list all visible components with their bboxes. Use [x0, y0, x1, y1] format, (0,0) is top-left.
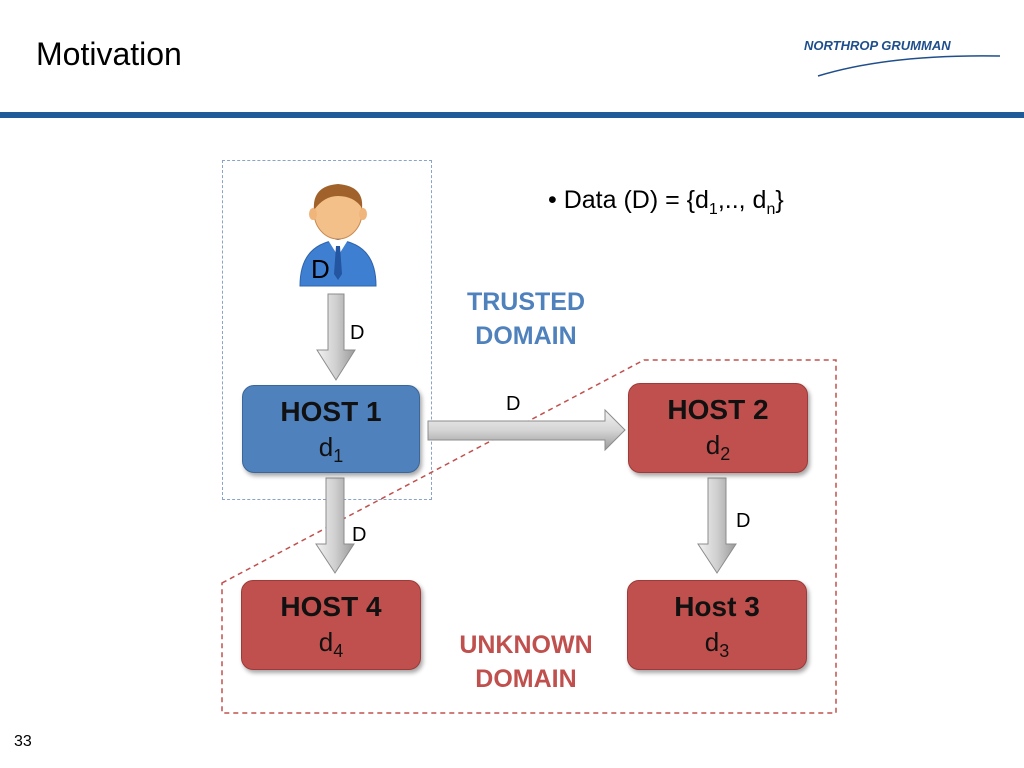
host-4-name: HOST 4: [280, 591, 382, 622]
unknown-domain-line1: UNKNOWN: [459, 631, 593, 659]
host-4-data-sub: 4: [333, 641, 344, 662]
host-2-data-sub: 2: [720, 444, 731, 465]
unknown-domain-boundary: [221, 359, 837, 714]
unknown-domain-label: UNKNOWN DOMAIN: [446, 628, 606, 696]
host-1-data: d1: [243, 432, 419, 467]
logo-text: NORTHROP GRUMMAN: [804, 38, 951, 53]
arrow-label-user-to-host1: D: [350, 322, 365, 344]
host-4-data: d4: [242, 627, 420, 662]
host-1-data-sub: 1: [333, 446, 344, 467]
host-2-name: HOST 2: [667, 394, 769, 425]
host-3-node: Host 3 d3: [627, 580, 807, 670]
arrow-host2-to-host3: [697, 477, 737, 574]
user-data-label: D: [311, 254, 330, 284]
bullet-sub-1: 1: [708, 201, 718, 218]
arrow-label-host2-to-host3: D: [736, 510, 751, 532]
trusted-domain-line1: TRUSTED: [466, 288, 586, 316]
host-1-data-symbol: d: [318, 432, 334, 462]
data-definition-bullet: • Data (D) = {d1,.., dn}: [548, 186, 784, 219]
northrop-grumman-logo: NORTHROP GRUMMAN: [804, 38, 1001, 77]
host-1-name: HOST 1: [280, 396, 382, 427]
unknown-domain-line2: DOMAIN: [475, 665, 577, 693]
arrow-user-to-host1: [316, 293, 356, 381]
host-2-node: HOST 2 d2: [628, 383, 808, 473]
host-2-data: d2: [629, 430, 807, 465]
user-avatar-icon: [299, 184, 377, 287]
host-4-data-symbol: d: [318, 627, 334, 657]
trusted-domain-label: TRUSTED DOMAIN: [456, 285, 596, 353]
arrow-host1-to-host2: [427, 408, 626, 452]
header-rule: [0, 112, 1024, 118]
host-3-data-symbol: d: [704, 627, 720, 657]
host-3-name: Host 3: [674, 591, 760, 622]
bullet-sub-n: n: [766, 201, 776, 218]
bullet-suffix: }: [775, 186, 784, 214]
bullet-prefix: • Data (D) = {d: [548, 186, 709, 214]
trusted-domain-line2: DOMAIN: [475, 322, 577, 350]
arrow-label-host1-to-host4: D: [352, 524, 367, 546]
arrow-host1-to-host4: [315, 477, 355, 574]
host-4-node: HOST 4 d4: [241, 580, 421, 670]
arrow-label-host1-to-host2: D: [506, 393, 521, 415]
slide-number: 33: [14, 733, 32, 750]
host-1-node: HOST 1 d1: [242, 385, 420, 473]
host-2-data-symbol: d: [705, 430, 721, 460]
host-3-data-sub: 3: [719, 641, 730, 662]
slide-title: Motivation: [36, 36, 182, 72]
bullet-middle: ,.., d: [717, 186, 767, 214]
host-3-data: d3: [628, 627, 806, 662]
